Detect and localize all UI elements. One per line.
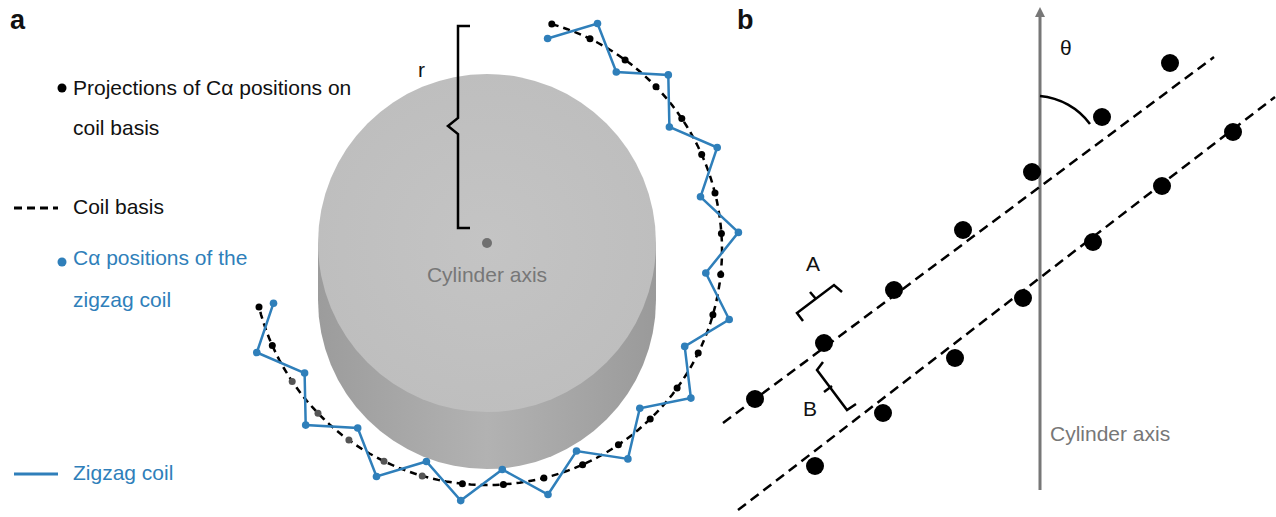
projection-dot	[289, 378, 296, 385]
residue-dots	[746, 54, 1242, 475]
axis-label: Cylinder axis	[1050, 420, 1170, 448]
projection-dot	[315, 410, 322, 417]
calpha-dot	[544, 491, 552, 499]
calpha-dot	[687, 394, 695, 402]
legend-text: Cα positions of the zigzag coil	[73, 237, 278, 321]
legend-text: Coil basis	[73, 193, 164, 221]
projection-dot	[500, 481, 507, 488]
calpha-dot	[423, 458, 431, 466]
projection-dot	[269, 342, 276, 349]
calpha-dot	[544, 35, 552, 43]
projection-dot	[695, 350, 702, 357]
calpha-dot	[665, 71, 673, 79]
calpha-dot	[613, 68, 621, 76]
calpha-dot	[301, 369, 309, 377]
spacing-label: B	[803, 395, 817, 423]
calpha-dot	[636, 405, 644, 413]
legend-text: Projections of Cα positions on coil basi…	[73, 68, 373, 148]
legend-blue-line-sample	[14, 473, 58, 476]
projection-dot	[709, 311, 716, 318]
projection-dot	[459, 480, 466, 487]
radius-bracket	[448, 26, 470, 228]
projection-dot	[256, 303, 263, 310]
panel-letter: b	[737, 2, 754, 38]
projection-dot	[678, 115, 685, 122]
legend-dot-sample	[58, 84, 67, 93]
legend-text: Zigzag coil	[73, 459, 173, 487]
projection-dot	[622, 56, 629, 63]
projection-dot	[540, 475, 547, 482]
spacing-bracket	[797, 285, 842, 321]
legend-dash-sample	[14, 207, 58, 210]
spacing-label: A	[806, 250, 820, 278]
calpha-dot	[253, 349, 261, 357]
projection-dot	[419, 472, 426, 479]
projection-dot	[653, 83, 660, 90]
calpha-dot	[702, 269, 710, 277]
projection-dot	[712, 190, 719, 197]
projection-dot	[647, 416, 654, 423]
calpha-dot	[373, 473, 381, 481]
calpha-dot	[573, 447, 581, 455]
calpha-dot	[725, 316, 733, 324]
calpha-dot	[499, 466, 507, 474]
projection-dot	[587, 35, 594, 42]
strand-line	[738, 97, 1275, 510]
calpha-dot	[624, 455, 632, 463]
panel-letter: a	[10, 2, 25, 38]
calpha-dot	[457, 497, 465, 505]
projection-dot	[698, 151, 705, 158]
axis-label: Cylinder axis	[427, 261, 547, 289]
projection-dot	[718, 230, 725, 237]
axis-arrow	[1039, 12, 1042, 490]
projection-dot	[345, 437, 352, 444]
angle-arc	[1040, 96, 1090, 124]
calpha-dot	[270, 299, 278, 307]
calpha-dot	[697, 193, 705, 201]
calpha-dot	[713, 144, 721, 152]
calpha-dot	[666, 123, 674, 131]
calpha-dot	[681, 343, 689, 351]
cylinder	[318, 74, 656, 469]
calpha-dot	[594, 20, 602, 28]
calpha-dot	[302, 421, 310, 429]
calpha-dot	[354, 424, 362, 432]
spacing-bracket	[817, 362, 856, 410]
angle-label: θ	[1060, 34, 1072, 62]
projection-dot	[674, 385, 681, 392]
projection-dot	[579, 461, 586, 468]
projection-dot	[717, 271, 724, 278]
legend-blue-dot-sample	[58, 258, 67, 267]
radius-label: r	[418, 56, 425, 84]
strand-line	[723, 57, 1214, 423]
projection-dot	[381, 458, 388, 465]
projection-dot	[548, 21, 555, 28]
projection-dot	[615, 441, 622, 448]
calpha-dot	[735, 229, 743, 237]
